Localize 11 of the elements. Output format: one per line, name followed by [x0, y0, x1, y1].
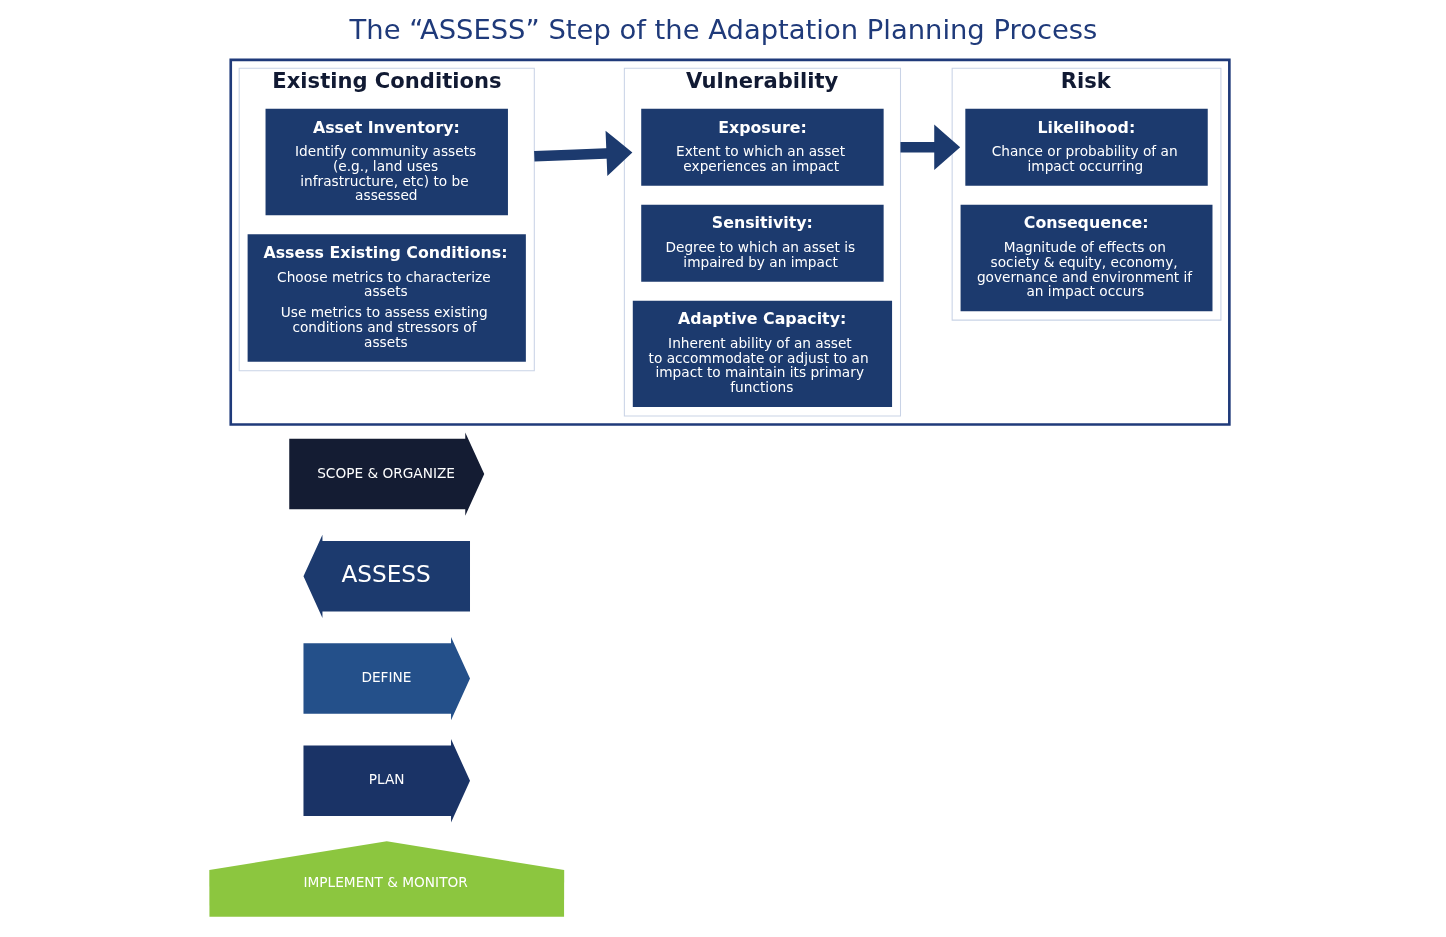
- node-box: Asset Inventory: Identify community assets (e.g., land uses infrastructure, etc) to be assessed: [265, 108, 508, 216]
- node-box: Sensitivity: Degree to which an asset is impaired by an impact: [640, 204, 884, 282]
- arrow: [533, 130, 632, 177]
- node-box: Adaptive Capacity: Inherent ability of an asset to accommodate or adjust to an impact to maintain its primary functions: [632, 300, 892, 408]
- diagram-title: The “ASSESS” Step of the Adaptation Planning Process: [349, 13, 1097, 45]
- node-box: Likelihood: Chance or probability of an impact occurring: [964, 108, 1208, 186]
- node-box: Assess Existing Conditions: Choose metrics to characterize assets Use metrics to assess existing conditions and stressors of assets: [247, 234, 526, 362]
- node-box: Exposure: Extent to which an asset experiences an impact: [640, 108, 884, 186]
- cluster: [228, 58, 1231, 426]
- node-box: Consequence: Magnitude of effects on society & equity, economy, governance and environment if an impact occurs: [960, 204, 1212, 312]
- arrow: [900, 124, 960, 170]
